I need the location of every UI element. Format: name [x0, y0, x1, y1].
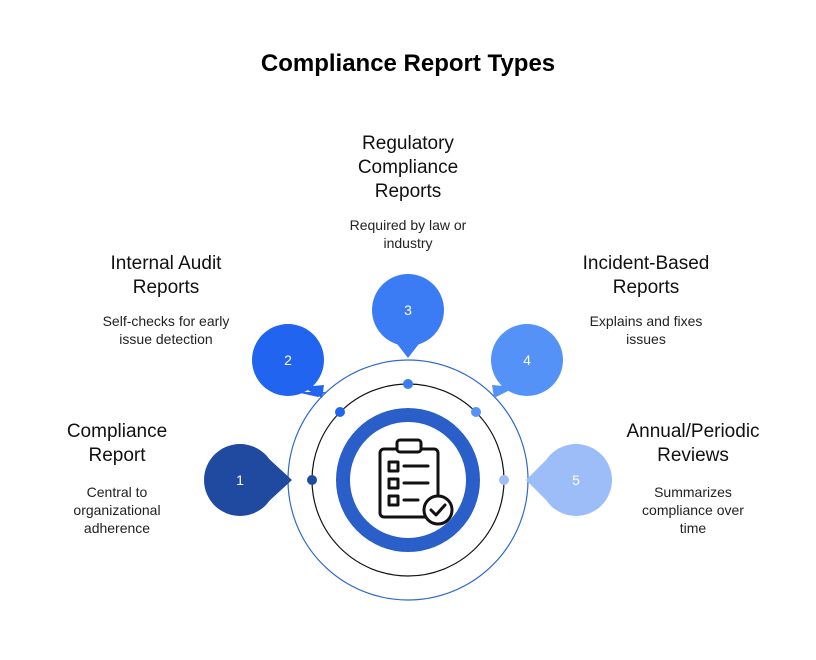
item-description-1: Central to organizational adherence — [73, 484, 161, 536]
ring-dot-4 — [471, 407, 481, 417]
item-description-2: Self-checks for early issue detection — [102, 313, 230, 347]
item-label-2: Internal Audit Reports — [110, 253, 222, 298]
ring-dot-5 — [499, 475, 509, 485]
bubble-1: 1 — [204, 444, 292, 516]
item-label-3: Regulatory Compliance Reports — [357, 133, 459, 202]
item-label-4: Incident-Based Reports — [582, 253, 710, 298]
diagram-title: Compliance Report Types — [260, 50, 556, 77]
item-description-5: Summarizes compliance over time — [642, 484, 744, 536]
item-label-5: Annual/Periodic Reviews — [626, 421, 760, 466]
bubble-4: 4 — [491, 324, 563, 398]
bubble-3: 3 — [372, 274, 444, 358]
bubble-3-number: 3 — [404, 302, 412, 318]
item-description-3: Required by law or industry — [349, 217, 467, 251]
ring-dot-3 — [403, 379, 413, 389]
bubble-2: 2 — [252, 324, 326, 398]
bubble-4-number: 4 — [523, 352, 531, 368]
bubble-2-number: 2 — [284, 352, 292, 368]
clipboard-check-icon — [378, 438, 454, 526]
bubble-1-number: 1 — [236, 472, 244, 488]
item-description-4: Explains and fixes issues — [589, 313, 703, 347]
ring-dot-1 — [307, 475, 317, 485]
ring-dot-2 — [335, 407, 345, 417]
bubble-5: 5 — [526, 444, 612, 516]
bubble-5-number: 5 — [572, 472, 580, 488]
center-ring — [336, 408, 480, 552]
item-label-1: Compliance Report — [66, 421, 168, 466]
